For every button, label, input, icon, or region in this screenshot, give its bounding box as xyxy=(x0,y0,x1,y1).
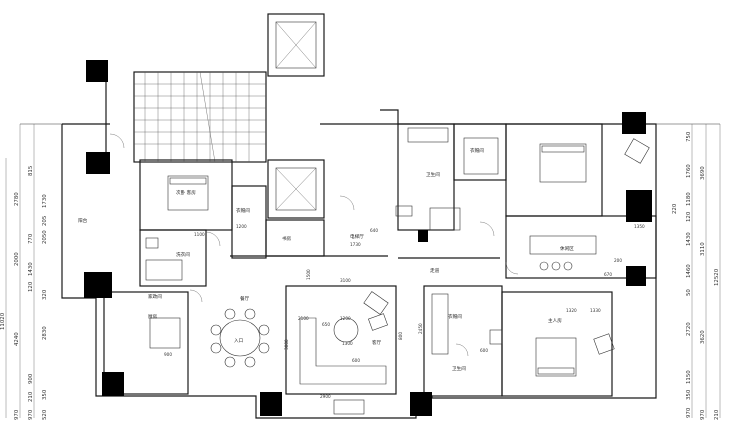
room-labels: 阳台 次卧 客房 衣帽间 书房 卫生间 洗衣间 电梯厅 厨房 餐厅 客厅 入口 … xyxy=(78,147,574,372)
dim-right-7: 3110 xyxy=(700,242,706,256)
dim-800: 800 xyxy=(398,332,403,340)
stair-core xyxy=(133,13,325,219)
dim-3000: 3000 xyxy=(284,339,289,350)
outer-walls xyxy=(20,60,720,419)
door-swings xyxy=(109,133,519,357)
room-dining: 餐厅 xyxy=(240,295,250,302)
interior-walls xyxy=(103,123,657,397)
room-master-bath: 卫生间 xyxy=(452,365,466,372)
room-corridor: 走道 xyxy=(430,267,440,274)
dim-left-9: 120 xyxy=(28,281,34,292)
left-dimension-chain: 815 1730 2780 2050 770 205 2000 1430 110… xyxy=(0,124,48,420)
room-living: 客厅 xyxy=(372,339,382,346)
dim-left-10: 320 xyxy=(42,289,48,300)
dim-right-8: 1460 xyxy=(686,264,692,278)
dim-left-5: 205 xyxy=(42,216,48,226)
dim-670: 670 xyxy=(604,272,612,277)
dim-right-4: 220 xyxy=(672,203,678,214)
dim-right-3: 1180 xyxy=(686,192,692,206)
room-balcony: 阳台 xyxy=(78,217,88,224)
room-laundry: 家政间 xyxy=(148,293,162,300)
room-elevator: 电梯厅 xyxy=(350,233,364,240)
dim-640: 640 xyxy=(370,228,378,233)
dim-1200b: 1200 xyxy=(236,224,247,229)
dim-left-1: 1730 xyxy=(42,194,48,208)
dim-1200: 1200 xyxy=(340,316,351,321)
dim-left-6: 2000 xyxy=(14,252,20,266)
room-master-bedroom: 主人房 xyxy=(548,317,562,324)
dim-right-17: 210 xyxy=(714,409,720,420)
dim-right-2: 3690 xyxy=(700,166,706,180)
room-entrance: 入口 xyxy=(234,338,244,344)
dim-1500: 1500 xyxy=(306,269,311,280)
dim-200: 200 xyxy=(614,258,622,263)
room-walk-in-b: 衣帽间 xyxy=(448,313,462,320)
dim-left-18: 520 xyxy=(42,409,48,420)
dim-left-11: 2830 xyxy=(42,326,48,340)
dim-left-17: 210 xyxy=(28,391,34,402)
dim-left-8: 11020 xyxy=(0,312,6,330)
right-dimension-chain: 750 1760 3690 1180 220 120 1430 3110 146… xyxy=(672,124,721,420)
dim-left-3: 2050 xyxy=(42,230,48,244)
dim-650: 650 xyxy=(322,322,330,327)
dim-2900: 2900 xyxy=(320,394,331,399)
room-guest-bath: 洗衣间 xyxy=(176,251,190,258)
room-study: 书房 xyxy=(282,235,292,242)
dim-left-12: 4240 xyxy=(14,332,20,346)
dim-left-15: 350 xyxy=(42,389,48,400)
dim-right-5: 120 xyxy=(686,211,692,222)
dim-right-6: 1430 xyxy=(686,232,692,246)
room-bathroom: 卫生间 xyxy=(426,171,440,178)
dim-2100: 2100 xyxy=(298,316,309,321)
dim-1100: 1100 xyxy=(194,232,205,237)
dim-right-11: 2720 xyxy=(686,322,692,336)
dim-right-10: 50 xyxy=(686,289,692,296)
dim-right-16: 970 xyxy=(700,409,706,420)
room-kitchen: 厨房 xyxy=(148,313,158,320)
dim-left-0: 815 xyxy=(28,166,34,176)
dim-1320: 1320 xyxy=(566,308,577,313)
dim-left-2: 2780 xyxy=(14,192,20,206)
structural-columns xyxy=(84,60,652,416)
dim-1350: 1350 xyxy=(634,224,645,229)
dim-right-14: 970 xyxy=(686,407,692,418)
dim-900: 900 xyxy=(164,352,172,357)
room-leisure: 休闲区 xyxy=(560,245,574,252)
dim-3100: 3100 xyxy=(340,278,351,283)
dim-right-15: 350 xyxy=(686,389,692,400)
furniture xyxy=(145,127,650,415)
room-walk-in: 衣帽间 xyxy=(236,207,250,214)
dim-600b: 600 xyxy=(480,348,488,353)
dim-1330: 1330 xyxy=(590,308,601,313)
dim-left-13: 900 xyxy=(28,373,34,384)
dim-left-16: 970 xyxy=(28,409,34,420)
dim-600: 600 xyxy=(352,358,360,363)
room-dressing: 衣帽间 xyxy=(470,147,484,154)
dim-right-12: 3620 xyxy=(700,330,706,344)
dim-left-14: 970 xyxy=(14,409,20,420)
dim-left-7: 1430 xyxy=(28,262,34,276)
dim-right-13: 1150 xyxy=(686,370,692,384)
dim-1300: 1300 xyxy=(342,341,353,346)
inner-dimensions: 3100 1500 1200 650 2900 1300 600 3000 21… xyxy=(164,224,645,399)
dim-1730: 1730 xyxy=(350,242,361,247)
dim-right-9: 12520 xyxy=(714,268,720,286)
dim-left-4: 770 xyxy=(28,233,34,244)
dim-right-0: 750 xyxy=(686,131,692,142)
dim-2450: 2450 xyxy=(418,323,423,334)
dim-right-1: 1760 xyxy=(686,164,692,178)
room-bedroom-a: 次卧 客房 xyxy=(176,189,196,196)
